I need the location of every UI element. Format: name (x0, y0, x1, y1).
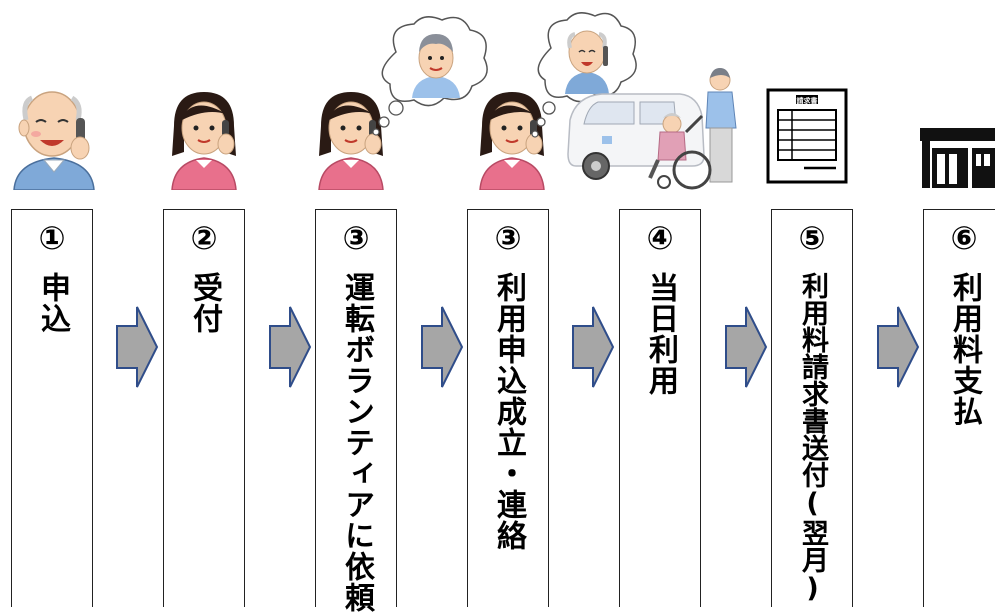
step-label: 利用申込成立・連絡 (491, 272, 526, 551)
step-label: 申込 (35, 272, 70, 334)
step-box-6: ⑤ 利用料請求書送付(翌月) (771, 209, 853, 607)
step-number: ② (190, 219, 218, 257)
step-label: 受付 (187, 272, 222, 334)
step-label: 運転ボランティアに依頼 (339, 272, 374, 613)
operator-woman-phone-icon (171, 92, 237, 190)
thought-bubble-driver-icon (372, 16, 488, 136)
step-number: ① (38, 219, 66, 257)
step-box-3: ③ 運転ボランティアに依頼 (315, 209, 397, 613)
step-box-5: ④ 当日利用 (619, 209, 701, 607)
step-number: ④ (646, 219, 674, 257)
flow-arrow-icon (725, 306, 768, 388)
step-number: ③ (342, 219, 370, 257)
step-label: 利用料支払 (947, 272, 982, 427)
step-number: ⑥ (950, 219, 978, 257)
flow-arrow-icon (877, 306, 920, 388)
invoice-title: 請求書 (797, 96, 818, 105)
step-box-4: ③ 利用申込成立・連絡 (467, 209, 549, 607)
step-number: ③ (494, 219, 522, 257)
step-label: 利用料請求書送付(翌月) (797, 272, 828, 604)
step-box-7: ⑥ 利用料支払 (923, 209, 995, 607)
welfare-vehicle-wheelchair-icon (567, 68, 737, 190)
step-label: 当日利用 (643, 272, 678, 396)
store-building-icon (920, 128, 995, 188)
elderly-man-phone-icon (13, 91, 95, 190)
step-box-2: ② 受付 (163, 209, 245, 607)
flow-arrow-icon (572, 306, 615, 388)
flow-arrow-icon (116, 306, 159, 388)
operator-woman-phone-icon (318, 92, 384, 190)
invoice-document-icon: 請求書 (766, 88, 848, 184)
step-box-1: ① 申込 (11, 209, 93, 607)
thought-bubble-elderly-icon (531, 12, 637, 138)
operator-woman-phone-icon (479, 92, 545, 190)
flow-arrow-icon (421, 306, 464, 388)
step-number: ⑤ (798, 219, 826, 257)
flow-arrow-icon (269, 306, 312, 388)
